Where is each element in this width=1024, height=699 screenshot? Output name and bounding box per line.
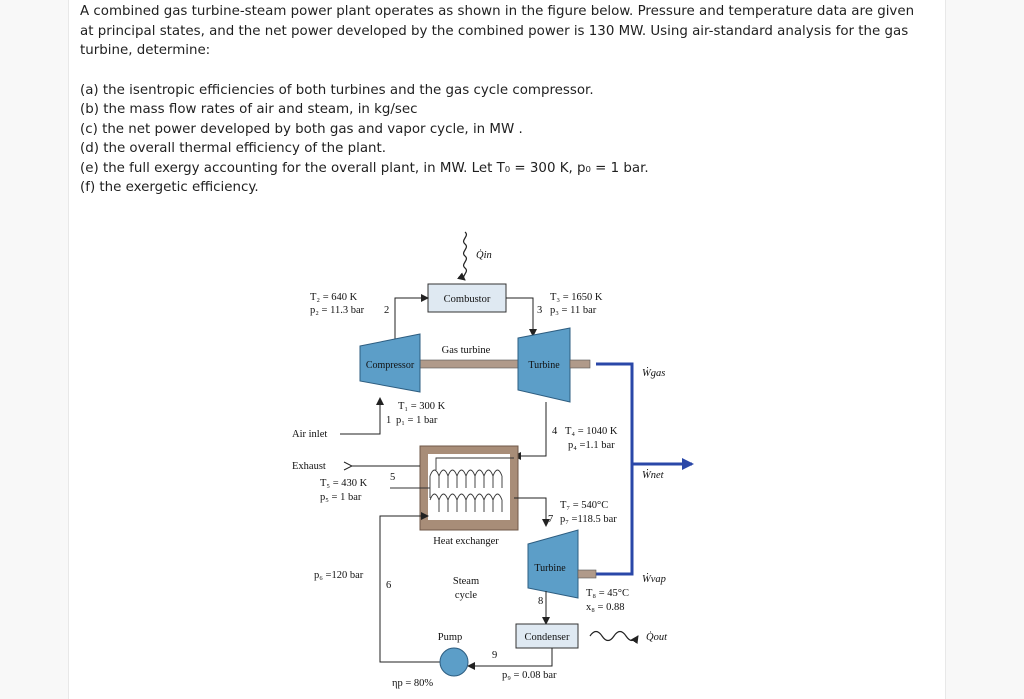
gas-shaft: [419, 359, 519, 369]
state7-num: 7: [548, 514, 553, 525]
state9-num: 9: [492, 650, 497, 661]
right-margin-panel: [945, 0, 1024, 699]
pump-efficiency: ηp = 80%: [392, 678, 433, 689]
compressor-label: Compressor: [366, 360, 415, 371]
state4-T: T₄ = 1040 K: [565, 426, 618, 437]
state4-num: 4: [552, 426, 558, 437]
flow-line-1: [340, 397, 384, 435]
pump-label: Pump: [438, 632, 463, 643]
flow-line-4: [513, 402, 547, 460]
plant-schematic: Q̇in Combustor T₂ = 640 K p₂ = 11.3 bar …: [292, 231, 694, 689]
steam-cycle-label-1: Steam: [453, 576, 479, 587]
state2-p: p₂ = 11.3 bar: [310, 305, 365, 316]
state9-p: p₉ = 0.08 bar: [502, 670, 557, 681]
state2-T: T₂ = 640 K: [310, 292, 358, 303]
state1-num: 1: [386, 415, 391, 426]
w-gas-line: [596, 362, 634, 464]
state5-p: p₅ = 1 bar: [320, 492, 362, 503]
part-f: (f) the exergetic efficiency.: [80, 180, 259, 195]
gas-turbine-label: Gas turbine: [442, 345, 491, 356]
flow-line-9: [467, 648, 553, 670]
condenser-box: [515, 623, 579, 649]
state3-T: T₃ = 1650 K: [550, 292, 603, 303]
problem-intro: A combined gas turbine-steam power plant…: [80, 4, 915, 58]
flow-line-2: [394, 294, 429, 346]
flow-line-3: [506, 297, 537, 337]
state7-T: T₇ = 540°C: [560, 500, 608, 511]
exhaust-label: Exhaust: [292, 461, 326, 472]
state5-T: T₅ = 430 K: [320, 478, 368, 489]
heat-exchanger-inner: [428, 454, 510, 520]
state8-x: x₈ = 0.88: [586, 602, 624, 613]
state8-num: 8: [538, 596, 543, 607]
q-in-label: Q̇in: [476, 249, 492, 261]
state4-p: p₄ =1.1 bar: [568, 440, 615, 451]
state8-T: T₈ = 45°C: [586, 588, 629, 599]
state7-p: p₇ =118.5 bar: [560, 514, 617, 525]
w-gas-label: Ẇgas: [642, 367, 665, 379]
steam-turbine-body: [527, 529, 579, 599]
state3-p: p₃ = 11 bar: [550, 305, 597, 316]
heat-exchanger-coil-icon: [390, 469, 503, 498]
condenser-label: Condenser: [525, 632, 570, 643]
part-e: (e) the full exergy accounting for the o…: [80, 160, 649, 176]
air-inlet-label: Air inlet: [292, 429, 327, 440]
q-out-label: Q̇out: [646, 631, 668, 643]
state2-num: 2: [384, 305, 389, 316]
state5-num: 5: [390, 472, 395, 483]
state6-p: p₆ =120 bar: [314, 570, 364, 581]
heat-output-wave-icon: [589, 630, 639, 645]
compressor-body: [359, 333, 421, 393]
part-c: (c) the net power developed by both gas …: [80, 121, 523, 137]
state1-T: T₁ = 300 K: [398, 401, 446, 412]
state6-num: 6: [386, 580, 391, 591]
gas-path-in-hx: [435, 457, 514, 470]
combustor-label: Combustor: [444, 294, 491, 305]
gas-turbine-body: [517, 327, 571, 403]
steam-output-shaft: [577, 569, 597, 579]
flow-line-7: [514, 497, 550, 527]
state1-p: p₁ = 1 bar: [396, 415, 438, 426]
part-b: (b) the mass flow rates of air and steam…: [80, 102, 418, 117]
problem-statement: A combined gas turbine-steam power plant…: [80, 2, 930, 198]
part-a: (a) the isentropic efficiencies of both …: [80, 82, 594, 98]
gas-output-shaft: [569, 359, 591, 369]
pump-body: [439, 647, 469, 677]
part-d: (d) the overall thermal efficiency of th…: [80, 141, 387, 156]
steam-turbine-label: Turbine: [534, 563, 566, 574]
heat-exchanger-label: Heat exchanger: [433, 536, 499, 547]
w-net-label: Ẇnet: [642, 469, 665, 481]
w-vap-line: [596, 464, 634, 576]
w-vap-label: Ẇvap: [642, 573, 666, 585]
heat-input-wave-icon: [457, 231, 468, 281]
state3-num: 3: [537, 305, 542, 316]
heat-exchanger-coil-lower-icon: [429, 493, 503, 512]
gas-turbine-box-label: Turbine: [528, 360, 560, 371]
flow-line-6: [379, 512, 445, 663]
steam-cycle-label-2: cycle: [455, 590, 477, 601]
left-margin-panel: [0, 0, 69, 699]
